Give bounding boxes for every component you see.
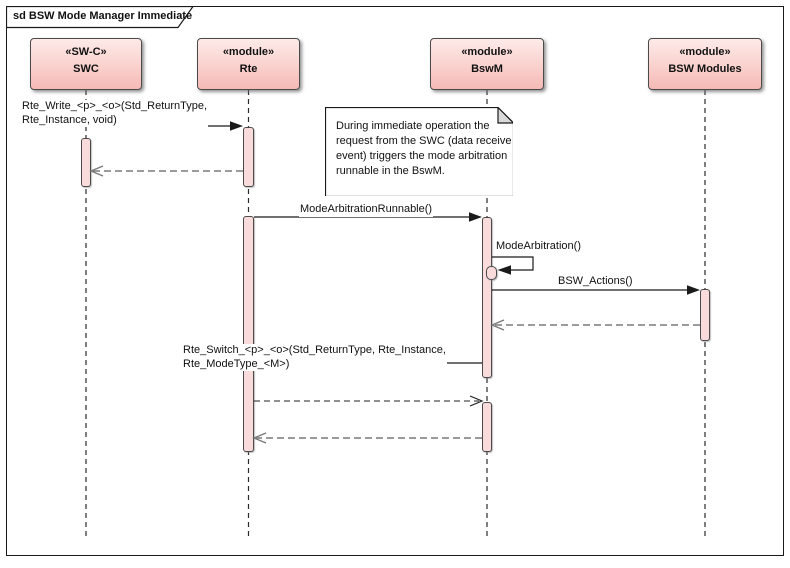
stereotype-label: «module» <box>679 46 731 58</box>
lifeline-name: BswM <box>471 63 503 75</box>
stereotype-label: «module» <box>222 46 275 58</box>
activation-bswm-2 <box>482 402 492 452</box>
diagram-frame <box>6 6 784 556</box>
activation-bsw-modules <box>700 289 710 341</box>
note-text: During immediate operation the request f… <box>336 120 512 177</box>
lifeline-head-bsw-modules: «module» BSW Modules <box>648 38 762 90</box>
lifeline-name: SWC <box>73 63 99 75</box>
message-label-rte-switch: Rte_Switch_<p>_<o>(Std_ReturnType, Rte_I… <box>182 344 447 371</box>
lifeline-head-bswm: «module» BswM <box>430 38 544 90</box>
lifeline-name: Rte <box>239 63 258 75</box>
activation-rte-2 <box>243 216 254 452</box>
activation-bswm-self <box>486 266 497 280</box>
activation-bswm-1 <box>482 217 492 378</box>
diagram-title: sd BSW Mode Manager Immediate <box>13 10 193 22</box>
stereotype-label: «module» <box>461 46 513 58</box>
message-label-mode-arbitration: ModeArbitration() <box>495 240 582 254</box>
activation-swc <box>81 138 91 187</box>
lifeline-head-rte: «module» Rte <box>197 38 300 90</box>
message-label-bsw-actions: BSW_Actions() <box>557 275 634 289</box>
message-label-rte-write: Rte_Write_<p>_<o>(Std_ReturnType, Rte_In… <box>21 100 209 127</box>
activation-rte-1 <box>243 127 254 187</box>
lifeline-head-swc: «SW-C» SWC <box>30 38 142 90</box>
message-label-mode-arbitration-runnable: ModeArbitrationRunnable() <box>299 203 434 217</box>
lifeline-name: BSW Modules <box>668 63 742 75</box>
stereotype-label: «SW-C» <box>65 46 107 58</box>
